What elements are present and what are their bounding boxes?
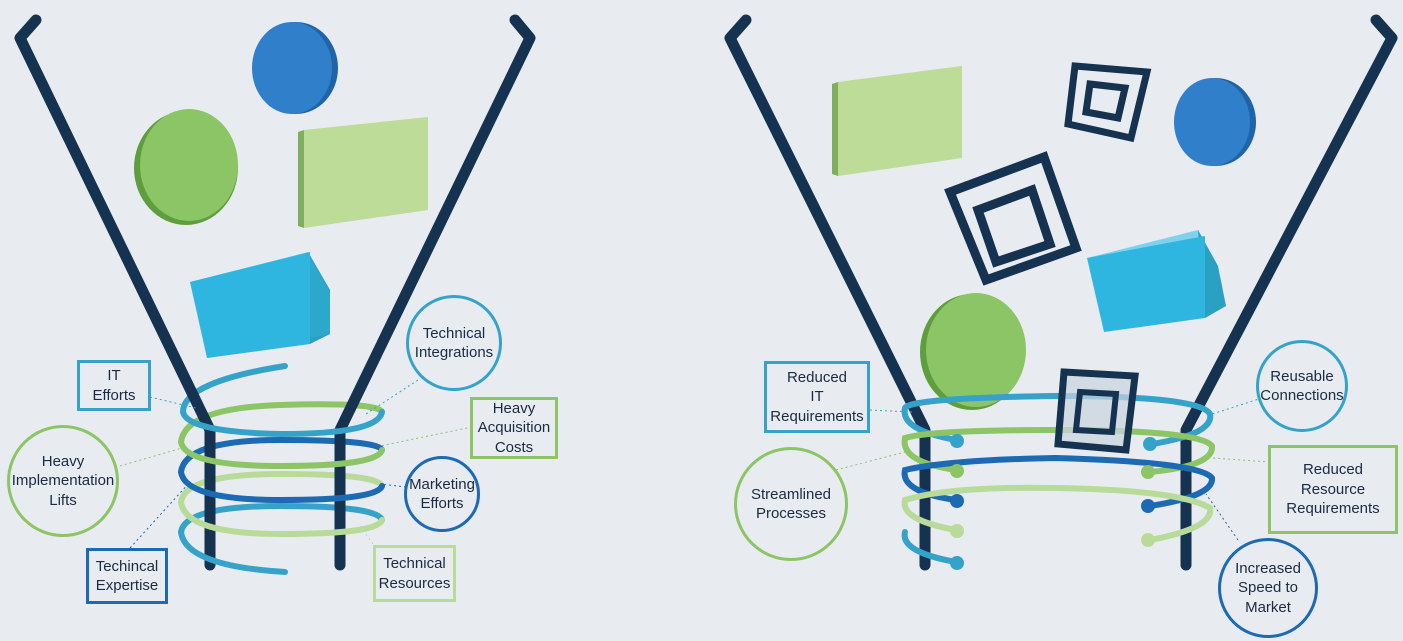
label-marketing-efforts: Marketing Efforts <box>404 456 480 532</box>
label-heavy-acquisition-costs: Heavy Acquisition Costs <box>470 397 558 459</box>
cyan-box-shape <box>190 252 330 358</box>
label-increased-speed-to-market: Increased Speed to Market <box>1218 538 1318 638</box>
coil-end-dots <box>950 434 1157 570</box>
large-nested-square-shape <box>944 151 1082 286</box>
left-leader-lines <box>119 379 473 549</box>
blue-disc-shape <box>252 22 338 114</box>
green-disc-shape <box>134 109 238 225</box>
translucent-nested-square-shape <box>1054 368 1139 454</box>
green-disc-shape <box>920 293 1026 410</box>
left-coil-front <box>178 409 385 575</box>
label-it-efforts: IT Efforts <box>77 360 151 411</box>
label-reduced-resource-requirements: Reduced Resource Requirements <box>1268 445 1398 534</box>
cyan-box-shape <box>1087 230 1226 332</box>
small-nested-square-shape <box>1064 62 1152 143</box>
label-reusable-connections: Reusable Connections <box>1256 340 1348 432</box>
right-coil-bands <box>901 392 1215 565</box>
blue-disc-shape <box>1174 78 1256 166</box>
label-techincal-expertise: Techincal Expertise <box>86 548 168 604</box>
green-panel-shape <box>298 117 428 228</box>
label-technical-integrations: Technical Integrations <box>406 295 502 391</box>
left-funnel-diagram <box>14 14 536 575</box>
right-leader-lines <box>835 397 1271 541</box>
label-streamlined-processes: Streamlined Processes <box>734 447 848 561</box>
label-technical-resources: Technical Resources <box>373 545 456 602</box>
label-reduced-it-requirements: Reduced IT Requirements <box>764 361 870 433</box>
green-panel-shape <box>832 66 962 176</box>
label-heavy-implementation-lifts: Heavy Implementation Lifts <box>7 425 119 537</box>
right-funnel-diagram <box>724 14 1398 571</box>
